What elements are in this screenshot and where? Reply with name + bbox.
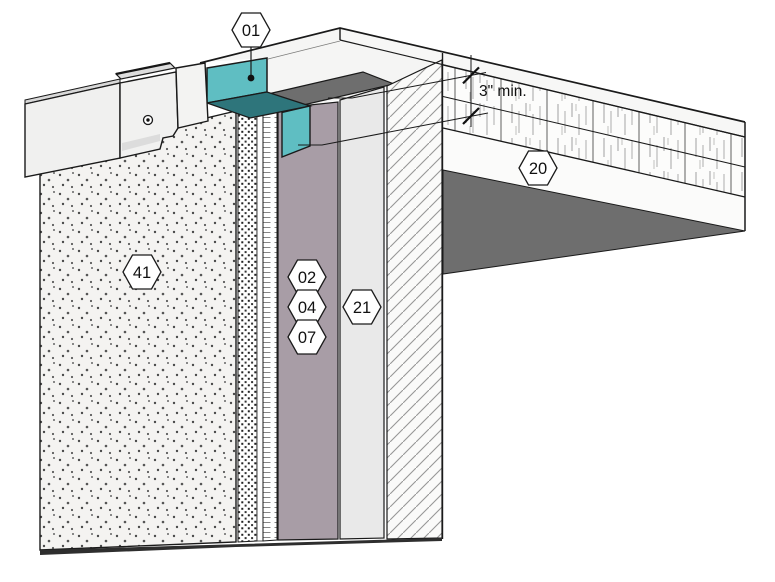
screw-fastener-icon bbox=[142, 114, 154, 126]
callout-01-leader-dot bbox=[247, 74, 255, 82]
callout-02: 02 bbox=[287, 259, 327, 295]
roof-deck-lower-course bbox=[443, 96, 745, 197]
callout-41: 41 bbox=[122, 254, 162, 290]
callout-01: 01 bbox=[231, 12, 271, 82]
dimension-tick-bottom bbox=[462, 107, 480, 125]
drainage-mat-layer bbox=[237, 106, 258, 543]
flashing-down-leg bbox=[281, 105, 311, 159]
drip-hem-highlight bbox=[122, 134, 160, 151]
callout-01-hexagon bbox=[231, 12, 271, 48]
second-roof-line bbox=[339, 39, 746, 138]
stucco-layer bbox=[39, 110, 237, 551]
standing-seam-cap-line bbox=[115, 61, 171, 76]
wall-top-inner-line bbox=[267, 40, 341, 60]
roof-edge-top-band bbox=[340, 28, 745, 137]
callouts: 01 41 02 04 07 21 20 bbox=[122, 12, 558, 355]
deck-course-joint-line bbox=[442, 96, 746, 168]
roof-lower-band bbox=[443, 128, 745, 231]
callout-41-text: 41 bbox=[133, 264, 151, 282]
roof-deck-upper-course bbox=[443, 65, 745, 167]
flashing-assembly bbox=[204, 57, 313, 159]
dimension-tick-top bbox=[462, 66, 480, 85]
coping-assembly bbox=[24, 61, 209, 178]
extension-line-bottom bbox=[298, 112, 489, 146]
dimension-text: 3" min. bbox=[479, 83, 527, 100]
callout-21-hexagon bbox=[342, 289, 382, 325]
extension-line-top bbox=[328, 72, 487, 99]
callout-20-text: 20 bbox=[529, 160, 547, 178]
callout-01-text: 01 bbox=[242, 22, 260, 40]
callout-04: 04 bbox=[287, 289, 327, 325]
wall-base-shadow bbox=[40, 538, 442, 555]
lath-layer bbox=[262, 103, 278, 542]
callout-07-hexagon bbox=[287, 319, 327, 355]
callout-20: 20 bbox=[518, 150, 558, 186]
callout-20-hexagon bbox=[518, 150, 558, 186]
sheathing-layer bbox=[386, 59, 443, 540]
callout-02-text: 02 bbox=[298, 269, 316, 287]
dimension-3min: 3" min. bbox=[298, 55, 527, 146]
callout-04-text: 04 bbox=[298, 299, 316, 317]
callout-21-text: 21 bbox=[353, 299, 371, 317]
coping-right-panel bbox=[175, 62, 209, 129]
callout-21: 21 bbox=[342, 289, 382, 325]
gap-layer bbox=[256, 105, 264, 542]
callout-07-text: 07 bbox=[298, 329, 316, 347]
roof-assembly bbox=[340, 28, 746, 275]
callout-41-hexagon bbox=[122, 254, 162, 290]
callout-07: 07 bbox=[287, 319, 327, 355]
